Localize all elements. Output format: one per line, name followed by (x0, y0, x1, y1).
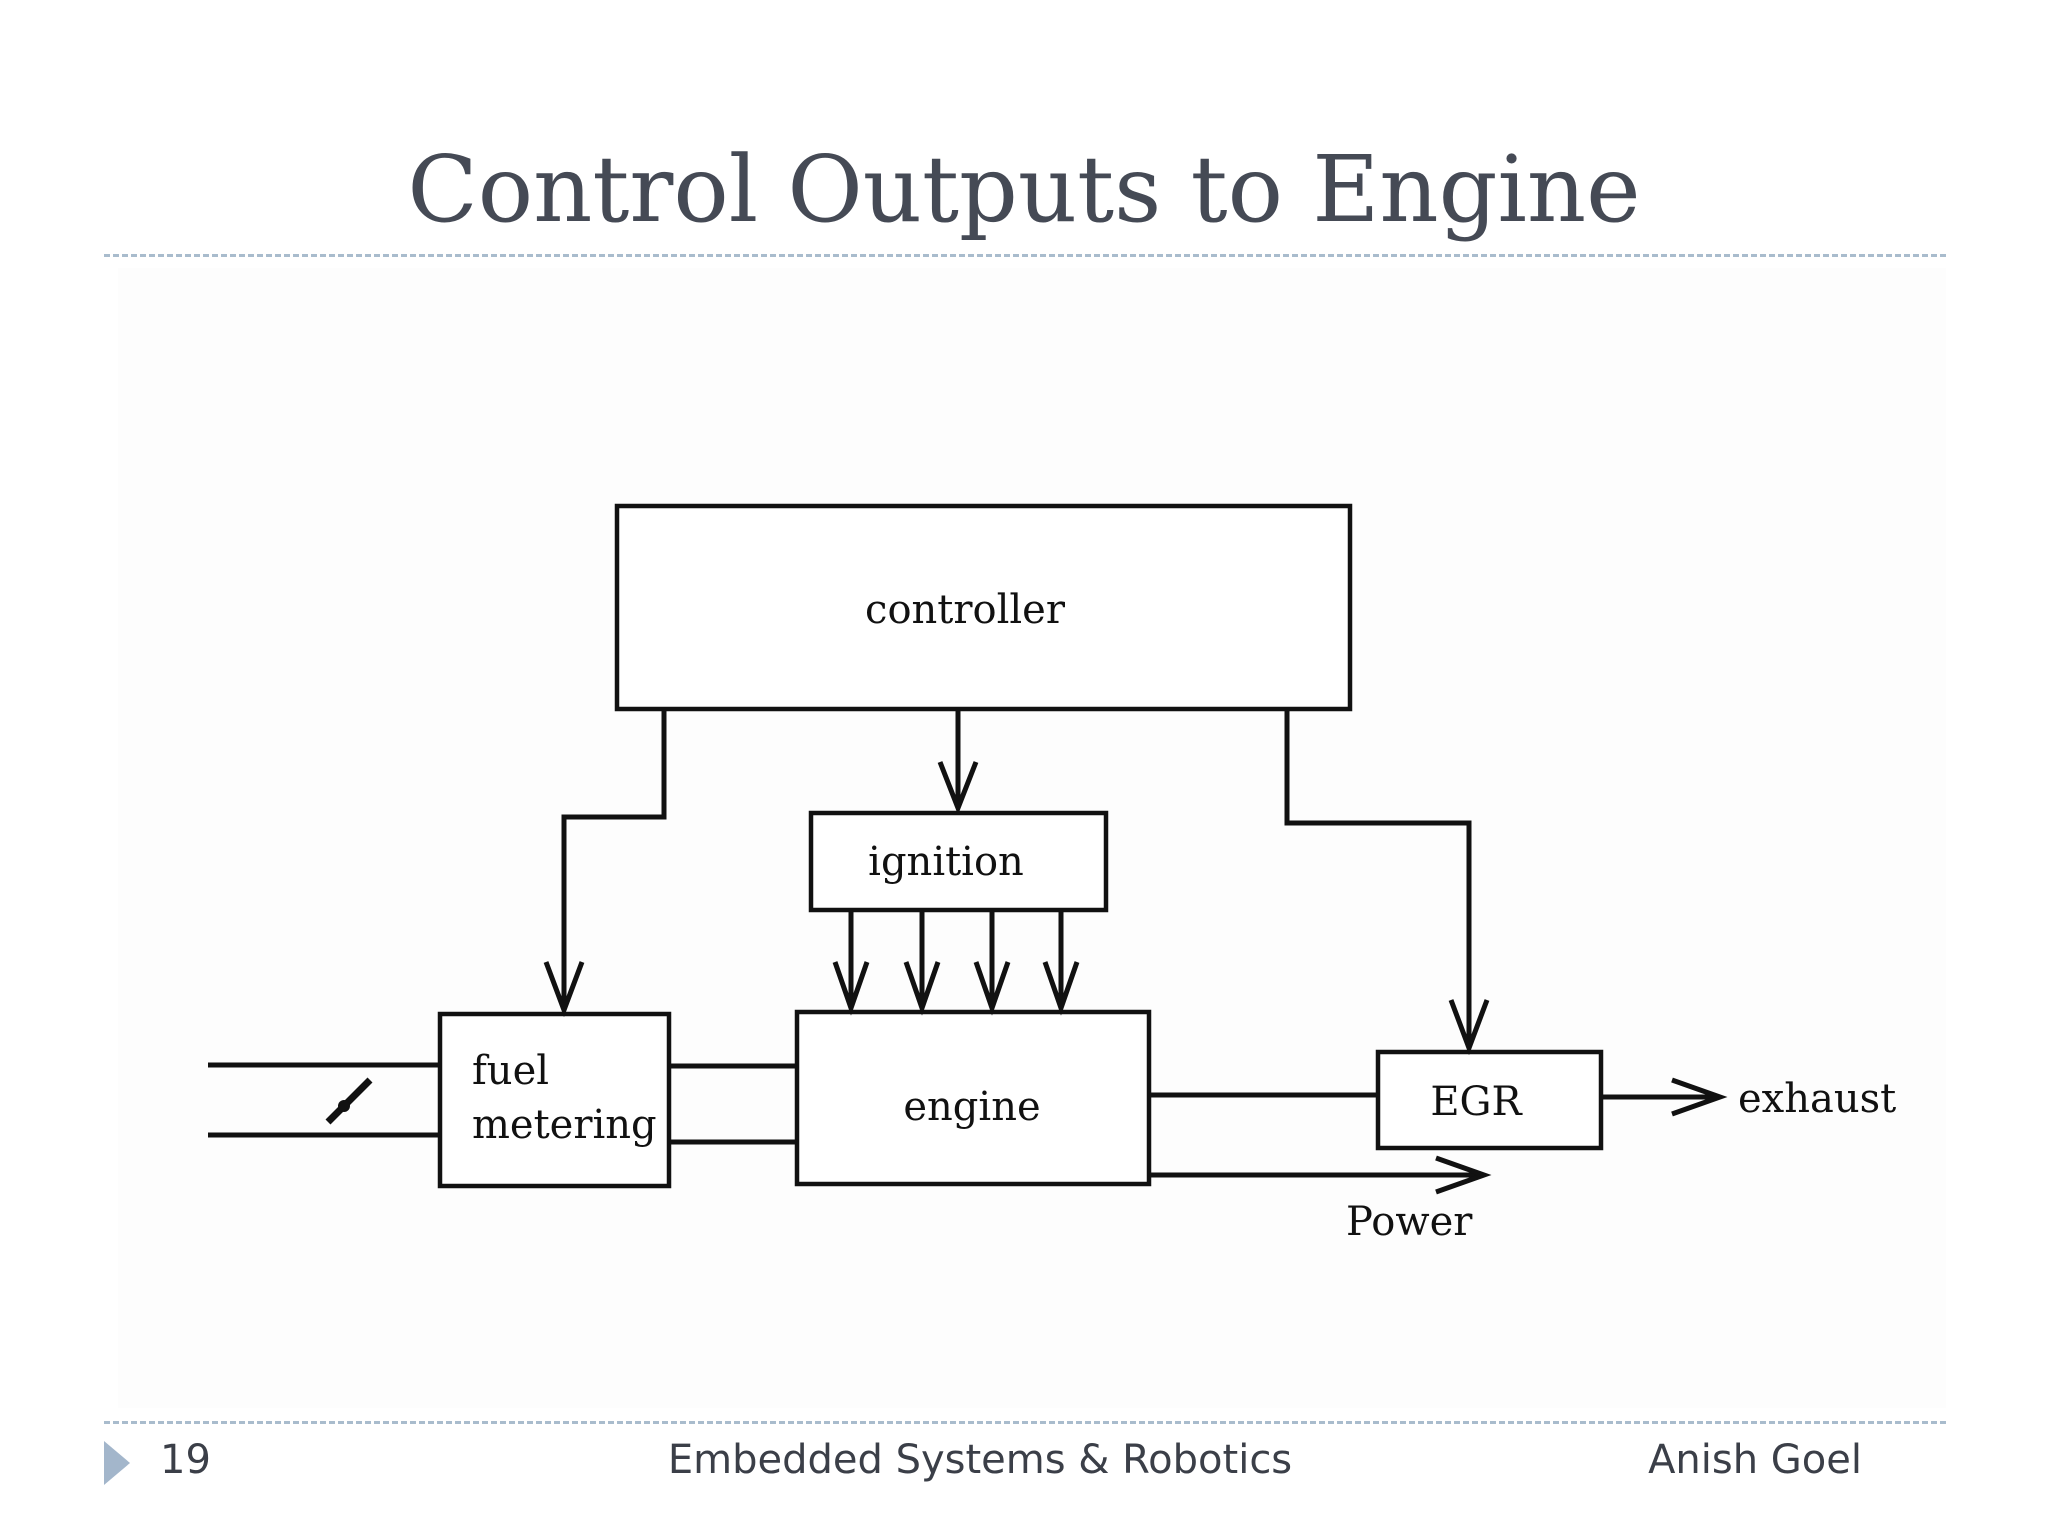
arrow-controller-to-egr (1284, 709, 1490, 1056)
egr-block: EGR (1375, 1049, 1604, 1151)
engine-label: engine (903, 1084, 1040, 1130)
fuel-to-engine-duct (669, 1063, 797, 1145)
arrow-egr-to-exhaust (1601, 1077, 1728, 1117)
fuel-metering-label-line1: fuel (472, 1048, 549, 1094)
intake-duct (208, 1062, 440, 1138)
page-number: 19 (160, 1437, 211, 1483)
ignition-arrow-3 (973, 910, 1011, 1016)
ignition-arrow-1 (832, 910, 870, 1016)
arrow-controller-to-ignition (937, 709, 979, 815)
arrow-controller-to-fuel-metering (543, 709, 667, 1018)
ignition-arrow-2 (903, 910, 941, 1016)
footer-triangle-icon (104, 1441, 130, 1485)
fuel-metering-label-line2: metering (472, 1102, 657, 1148)
footer-author: Anish Goel (1648, 1437, 1862, 1483)
controller-label: controller (865, 587, 1066, 633)
throttle-valve-icon (325, 1077, 373, 1125)
title-divider (104, 254, 1946, 257)
arrows-ignition-to-engine (832, 910, 1080, 1016)
ignition-label: ignition (868, 839, 1024, 885)
ignition-arrow-4 (1042, 910, 1080, 1016)
engine-block: engine (794, 1009, 1152, 1187)
fuel-metering-block: fuel metering (437, 1011, 672, 1189)
controller-block: controller (614, 503, 1353, 712)
power-label: Power (1346, 1199, 1473, 1245)
slide-title: Control Outputs to Engine (407, 136, 1641, 243)
arrow-engine-to-power (1149, 1155, 1492, 1195)
egr-label: EGR (1430, 1079, 1523, 1125)
exhaust-label: exhaust (1738, 1076, 1896, 1122)
ignition-block: ignition (808, 810, 1109, 913)
footer-course-title: Embedded Systems & Robotics (667, 1437, 1293, 1483)
footer-divider (104, 1421, 1946, 1424)
